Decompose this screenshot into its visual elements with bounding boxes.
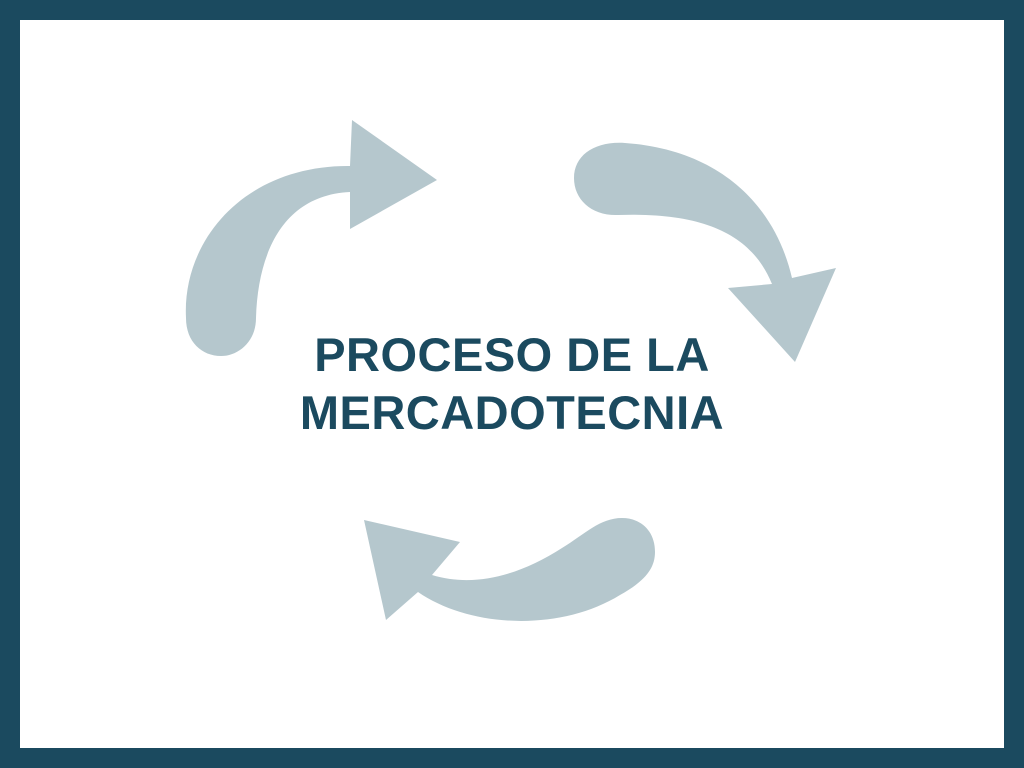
cycle-arrow-top-left <box>185 120 437 356</box>
slide-title: PROCESO DE LA MERCADOTECNIA <box>212 326 812 442</box>
title-line-2: MERCADOTECNIA <box>299 386 725 439</box>
title-line-1: PROCESO DE LA <box>314 328 710 381</box>
cycle-arrow-right <box>574 142 836 362</box>
slide-canvas <box>20 20 1004 748</box>
cycle-arrow-bottom <box>364 518 655 621</box>
